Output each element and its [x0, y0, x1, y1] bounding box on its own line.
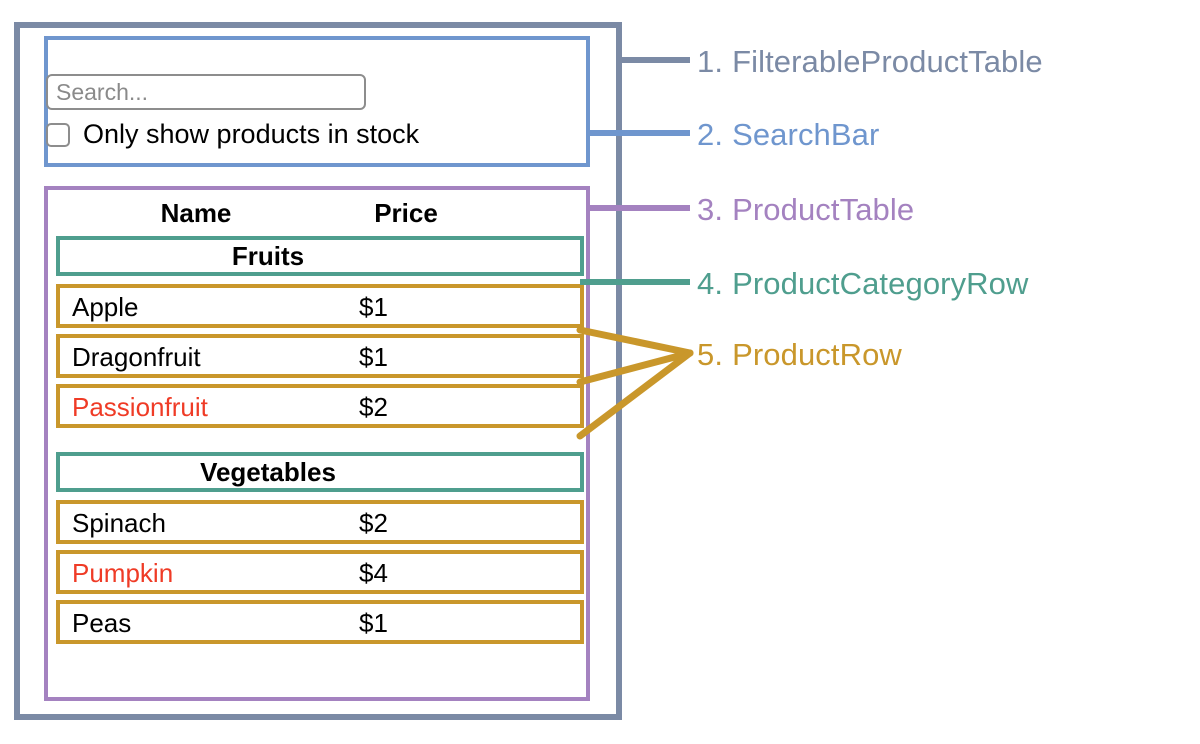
- only-in-stock-checkbox-label: Only show products in stock: [83, 119, 420, 149]
- legend-text: ProductTable: [732, 192, 915, 227]
- product-row: Peas $1: [56, 600, 584, 644]
- product-table: Name Price Fruits Apple $1 Dragonfruit $…: [56, 192, 584, 650]
- product-category-row: Fruits: [56, 236, 584, 276]
- product-category-row: Vegetables: [56, 452, 584, 492]
- product-name: Apple: [72, 292, 139, 322]
- product-category-label: Vegetables: [200, 457, 336, 487]
- product-name: Pumpkin: [72, 558, 174, 588]
- product-row: Dragonfruit $1: [56, 334, 584, 378]
- product-name: Dragonfruit: [72, 342, 201, 372]
- legend-item-product-table: 3.ProductTable: [697, 194, 914, 225]
- column-header-name: Name: [160, 198, 232, 228]
- legend-number: 4.: [697, 266, 724, 301]
- legend-number: 2.: [697, 117, 724, 152]
- legend-number: 5.: [697, 337, 724, 372]
- product-name: Passionfruit: [72, 392, 208, 422]
- legend-item-product-row: 5.ProductRow: [697, 339, 902, 370]
- section-spacer: [56, 434, 584, 452]
- search-input-placeholder: Search...: [56, 78, 149, 105]
- product-price: $1: [359, 292, 388, 322]
- product-name: Spinach: [72, 508, 166, 538]
- product-table-header: Name Price: [56, 192, 584, 236]
- product-row: Apple $1: [56, 284, 584, 328]
- legend-text: ProductRow: [732, 337, 902, 372]
- only-in-stock-checkbox-row[interactable]: Only show products in stock: [46, 121, 419, 148]
- checkbox-icon[interactable]: [46, 122, 70, 147]
- column-header-price: Price: [374, 198, 438, 228]
- search-input[interactable]: Search...: [46, 74, 366, 110]
- product-price: $2: [359, 508, 388, 538]
- product-price: $1: [359, 342, 388, 372]
- legend-item-search-bar: 2.SearchBar: [697, 119, 879, 150]
- product-name: Peas: [72, 608, 132, 638]
- product-row: Spinach $2: [56, 500, 584, 544]
- legend-number: 1.: [697, 44, 724, 79]
- legend-text: ProductCategoryRow: [732, 266, 1029, 301]
- legend-text: SearchBar: [732, 117, 880, 152]
- product-row: Passionfruit $2: [56, 384, 584, 428]
- legend-item-filterable-product-table: 1.FilterableProductTable: [697, 46, 1043, 77]
- legend-item-product-category-row: 4.ProductCategoryRow: [697, 268, 1029, 299]
- product-price: $2: [359, 392, 388, 422]
- legend-text: FilterableProductTable: [732, 44, 1043, 79]
- product-category-label: Fruits: [231, 241, 305, 271]
- legend-number: 3.: [697, 192, 724, 227]
- product-price: $1: [359, 608, 388, 638]
- product-price: $4: [359, 558, 388, 588]
- product-row: Pumpkin $4: [56, 550, 584, 594]
